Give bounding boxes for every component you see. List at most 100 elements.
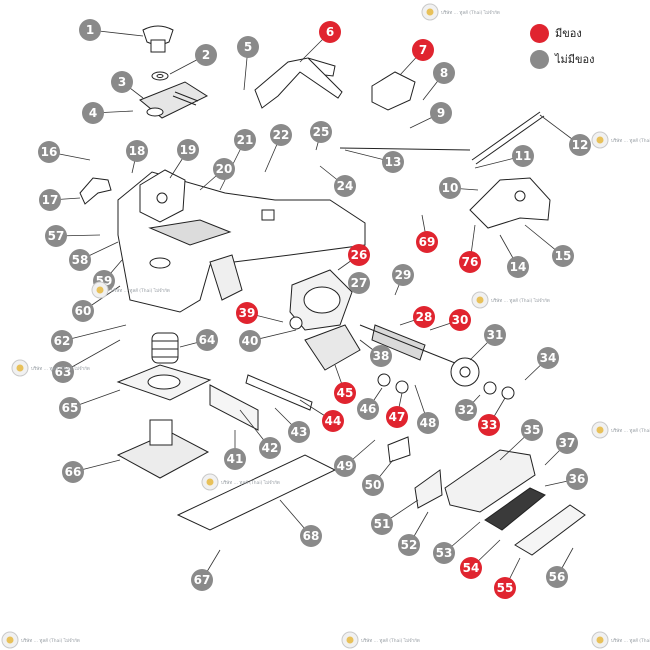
callout-number: 15 xyxy=(555,249,572,263)
callout-15: 15 xyxy=(552,245,574,267)
callout-number: 43 xyxy=(291,425,308,439)
callout-number: 11 xyxy=(515,149,532,163)
callout-number: 50 xyxy=(365,478,382,492)
callout-25: 25 xyxy=(310,121,332,143)
callout-number: 12 xyxy=(572,138,589,152)
callout-circle xyxy=(370,345,392,367)
callout-67: 67 xyxy=(191,569,213,591)
watermark-logo-center xyxy=(96,286,104,294)
callout-18: 18 xyxy=(126,140,148,162)
callout-57: 57 xyxy=(45,225,67,247)
callout-number: 18 xyxy=(129,144,146,158)
callout-circle xyxy=(362,474,384,496)
callout-circle xyxy=(433,62,455,84)
callout-54: 54 xyxy=(460,557,482,579)
callout-circle xyxy=(334,175,356,197)
callout-number: 63 xyxy=(55,365,72,379)
callout-7: 7 xyxy=(412,39,434,61)
callout-27: 27 xyxy=(348,272,370,294)
callout-circle xyxy=(300,525,322,547)
callout-circle xyxy=(191,569,213,591)
callout-number: 60 xyxy=(75,304,92,318)
callout-circle xyxy=(334,455,356,477)
callout-43: 43 xyxy=(288,421,310,443)
callout-circle xyxy=(460,557,482,579)
callout-64: 64 xyxy=(196,329,218,351)
callout-number: 17 xyxy=(42,193,59,207)
watermark-logo-center xyxy=(596,136,604,144)
callout-number: 2 xyxy=(202,48,210,62)
callout-40: 40 xyxy=(239,330,261,352)
callout-circle xyxy=(398,534,420,556)
callout-circle xyxy=(417,412,439,434)
callout-10: 10 xyxy=(439,177,461,199)
watermark-text: บริษัท ... ทูลส์ (Thai) ไม่จำกัด xyxy=(111,287,170,294)
callout-circle xyxy=(38,141,60,163)
callout-circle xyxy=(69,249,91,271)
callout-circle xyxy=(494,577,516,599)
callout-44: 44 xyxy=(322,410,344,432)
callout-circle xyxy=(45,225,67,247)
callout-number: 46 xyxy=(360,402,377,416)
callout-number: 39 xyxy=(239,306,256,320)
callout-circle xyxy=(412,39,434,61)
callout-number: 41 xyxy=(227,452,244,466)
watermark-stamp: บริษัท ... ทูลส์ (Thai) ไม่จำกัด xyxy=(591,421,650,439)
callout-circle xyxy=(322,410,344,432)
callout-number: 45 xyxy=(337,386,354,400)
callout-number: 20 xyxy=(216,162,233,176)
watermark-logo-center xyxy=(596,426,604,434)
callout-number: 30 xyxy=(452,313,469,327)
callout-circle xyxy=(62,461,84,483)
callout-number: 10 xyxy=(442,181,459,195)
callout-number: 4 xyxy=(89,106,97,120)
callout-76: 76 xyxy=(459,251,481,273)
callout-45: 45 xyxy=(334,382,356,404)
callout-circle xyxy=(319,21,341,43)
callout-14: 14 xyxy=(507,256,529,278)
callout-number: 33 xyxy=(481,418,498,432)
callout-number: 36 xyxy=(569,472,586,486)
callout-number: 1 xyxy=(86,23,94,37)
callout-number: 68 xyxy=(303,529,320,543)
callout-circle xyxy=(357,398,379,420)
callout-55: 55 xyxy=(494,577,516,599)
callout-17: 17 xyxy=(39,189,61,211)
callout-34: 34 xyxy=(537,347,559,369)
callout-number: 42 xyxy=(262,441,279,455)
callout-46: 46 xyxy=(357,398,379,420)
callout-16: 16 xyxy=(38,141,60,163)
watermark-stamp: บริษัท ... ทูลส์ (Thai) ไม่จำกัด xyxy=(341,631,420,649)
callout-38: 38 xyxy=(370,345,392,367)
callout-number: 37 xyxy=(559,436,576,450)
watermark-text: บริษัท ... ทูลส์ (Thai) ไม่จำกัด xyxy=(611,427,650,434)
callout-number: 44 xyxy=(325,414,342,428)
callout-number: 6 xyxy=(326,25,334,39)
callout-number: 24 xyxy=(337,179,354,193)
callout-number: 14 xyxy=(510,260,527,274)
callout-number: 8 xyxy=(440,66,448,80)
watermark-text: บริษัท ... ทูลส์ (Thai) ไม่จำกัด xyxy=(361,637,420,644)
callout-circle xyxy=(507,256,529,278)
callout-number: 69 xyxy=(419,235,436,249)
callout-number: 31 xyxy=(487,328,504,342)
watermark-stamp: บริษัท ... ทูลส์ (Thai) ไม่จำกัด xyxy=(201,473,280,491)
watermark-stamp: บริษัท ... ทูลส์ (Thai) ไม่จำกัด xyxy=(421,3,500,21)
callout-number: 55 xyxy=(497,581,514,595)
watermark-stamp: บริษัท ... ทูลส์ (Thai) ไม่จำกัด xyxy=(591,631,650,649)
callout-3: 3 xyxy=(111,71,133,93)
callout-4: 4 xyxy=(82,102,104,124)
callout-11: 11 xyxy=(512,145,534,167)
callout-circle xyxy=(392,264,414,286)
callout-circle xyxy=(52,361,74,383)
callout-circle xyxy=(234,129,256,151)
callout-31: 31 xyxy=(484,324,506,346)
legend: มีของ ไม่มีของ xyxy=(530,20,595,72)
callout-circle xyxy=(386,406,408,428)
callout-number: 65 xyxy=(62,401,79,415)
watermark-logo-center xyxy=(426,8,434,16)
watermark-stamp: บริษัท ... ทูลส์ (Thai) ไม่จำกัด xyxy=(471,291,550,309)
callout-circle xyxy=(416,231,438,253)
callout-circle xyxy=(348,244,370,266)
